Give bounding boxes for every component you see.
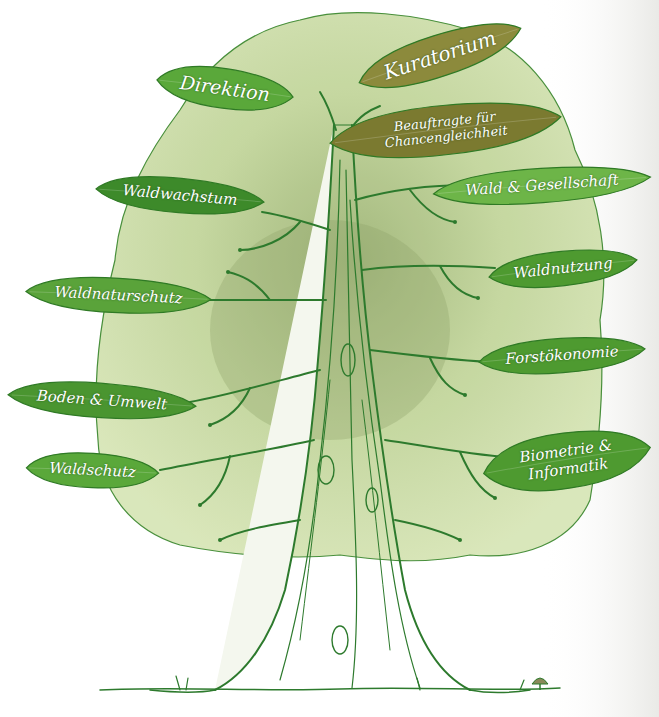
unit-name: Waldwachstum: [122, 182, 238, 209]
unit-name: Wald & Gesellschaft: [465, 172, 619, 200]
unit-name: Forstökonomie: [505, 343, 619, 368]
unit-name: Beauftragte für Chancengleichheit: [362, 107, 529, 154]
leaf-label: Waldschutz: [24, 447, 161, 493]
unit-name: Waldschutz: [49, 460, 137, 482]
unit-name: Biometrie & Informatik: [508, 435, 627, 485]
unit-name: Waldnaturschutz: [54, 284, 183, 308]
unit-name: Waldnutzung: [513, 255, 614, 283]
unit-name: Direktion: [179, 71, 272, 105]
unit-name: Boden & Umwelt: [36, 387, 167, 413]
leaf-inner: Waldschutz: [24, 447, 161, 493]
